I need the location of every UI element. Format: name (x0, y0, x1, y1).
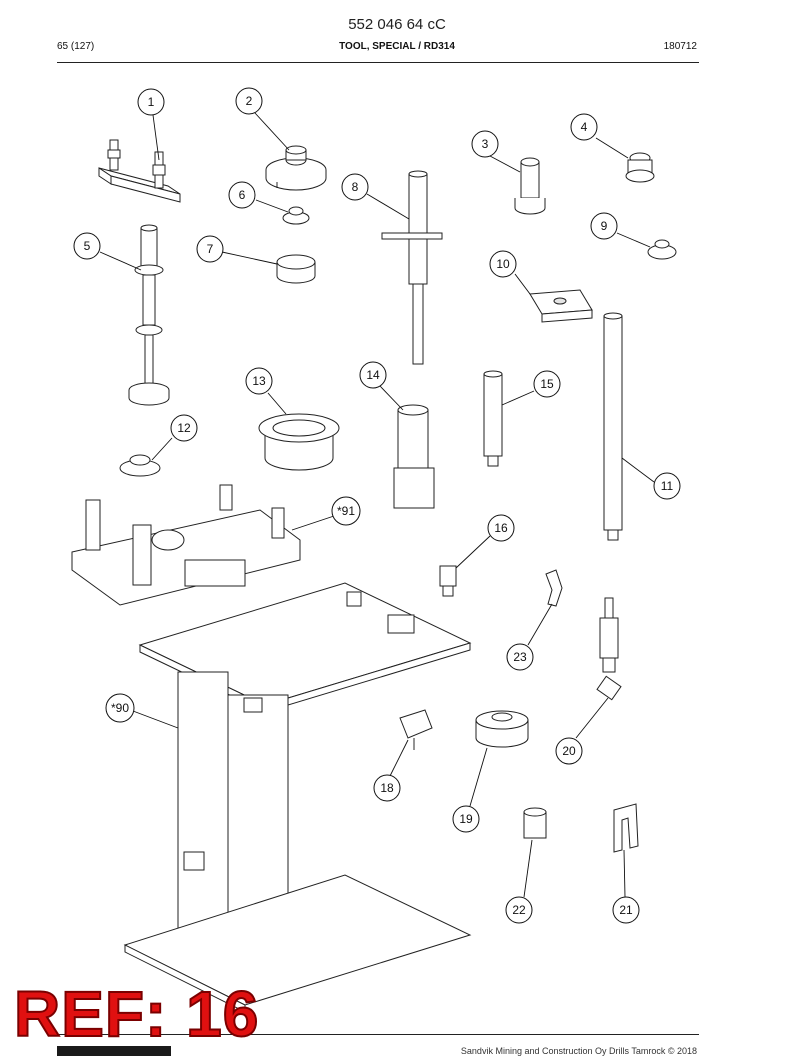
part-7-ring (276, 254, 316, 284)
page-number: 65 (127) (57, 41, 95, 52)
svg-text:6: 6 (239, 188, 246, 202)
part-2-flange (265, 145, 327, 191)
header-divider (57, 62, 699, 63)
part-18-clamp (399, 709, 433, 750)
part-14-press-tool (393, 404, 435, 509)
callout-4: 4 (570, 113, 598, 141)
part-10-wedge (529, 289, 593, 323)
part-11-long-rod (603, 312, 623, 541)
part-15-pin (483, 370, 503, 467)
callout-90: *90 (105, 693, 135, 723)
footer-logo (57, 1046, 171, 1056)
part-9-nut (647, 239, 677, 260)
callout-7: 7 (196, 235, 224, 263)
page-title: TOOL, SPECIAL / RD314 (339, 41, 455, 52)
svg-text:4: 4 (581, 120, 588, 134)
part-23-bracket (545, 569, 563, 607)
svg-text:11: 11 (661, 479, 674, 493)
svg-text:*91: *91 (337, 504, 355, 518)
svg-text:22: 22 (512, 903, 526, 917)
svg-text:13: 13 (252, 374, 266, 388)
part-21-clip (613, 803, 639, 853)
date-code: 180712 (663, 41, 697, 52)
part-6-washer (282, 206, 310, 225)
svg-text:2: 2 (246, 94, 253, 108)
svg-text:21: 21 (619, 903, 633, 917)
part-91-fixture (71, 484, 301, 606)
svg-text:18: 18 (380, 781, 394, 795)
callout-9: 9 (590, 212, 618, 240)
svg-text:15: 15 (540, 377, 554, 391)
callout-23: 23 (506, 643, 534, 671)
part-4-nut (625, 152, 655, 183)
callout-2: 2 (235, 87, 263, 115)
part-20-elbow-fitting (596, 597, 622, 701)
svg-text:8: 8 (352, 180, 359, 194)
svg-text:7: 7 (207, 242, 214, 256)
footer-divider (57, 1034, 699, 1035)
svg-text:*90: *90 (111, 701, 129, 715)
part-1-pin-plate (98, 139, 181, 203)
svg-text:16: 16 (494, 521, 508, 535)
part-13-sleeve (258, 413, 340, 471)
callout-11: 11 (653, 472, 681, 500)
callout-20: 20 (555, 737, 583, 765)
part-16-fitting (439, 565, 457, 597)
part-8-t-rod (381, 170, 443, 365)
callout-21: 21 (612, 896, 640, 924)
part-22-bushing (523, 807, 547, 839)
svg-text:5: 5 (84, 239, 91, 253)
callout-22: 22 (505, 896, 533, 924)
document-number: 552 046 64 cC (348, 16, 446, 33)
svg-text:19: 19 (459, 812, 473, 826)
callout-10: 10 (489, 250, 517, 278)
part-19-cap (475, 710, 529, 748)
callout-13: 13 (245, 367, 273, 395)
callout-6: 6 (228, 181, 256, 209)
callout-19: 19 (452, 805, 480, 833)
callout-14: 14 (359, 361, 387, 389)
svg-text:9: 9 (601, 219, 608, 233)
svg-text:10: 10 (496, 257, 510, 271)
callout-18: 18 (373, 774, 401, 802)
part-90-stand (123, 582, 472, 1013)
leader-lines (99, 112, 655, 898)
callout-12: 12 (170, 414, 198, 442)
callout-5: 5 (73, 232, 101, 260)
svg-text:14: 14 (366, 368, 380, 382)
svg-text:3: 3 (482, 137, 489, 151)
reference-stamp: REF: 16 (13, 978, 260, 1050)
callout-8: 8 (341, 173, 369, 201)
callout-1: 1 (137, 88, 165, 116)
svg-text:23: 23 (513, 650, 527, 664)
callout-15: 15 (533, 370, 561, 398)
svg-text:1: 1 (148, 95, 155, 109)
part-3-bushing (514, 157, 546, 215)
callout-3: 3 (471, 130, 499, 158)
callout-16: 16 (487, 514, 515, 542)
svg-text:12: 12 (177, 421, 191, 435)
svg-text:20: 20 (562, 744, 576, 758)
part-5-spindle (128, 224, 170, 406)
footer-copyright: Sandvik Mining and Construction Oy Drill… (460, 1046, 697, 1056)
callout-91: *91 (331, 496, 361, 526)
part-12-washer (119, 454, 161, 477)
